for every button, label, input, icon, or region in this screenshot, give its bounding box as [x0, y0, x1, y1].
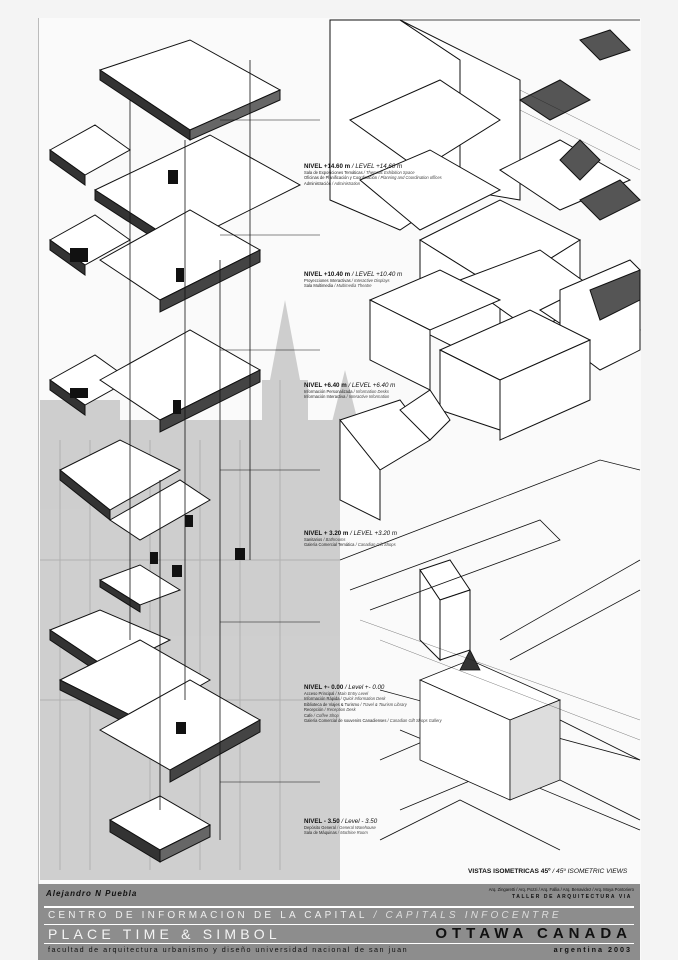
city-title: OTTAWA CANADA	[435, 925, 632, 942]
level-item: Sala de Exposiciones Temáticas	[304, 170, 363, 175]
level-item: Sanitarios	[304, 537, 323, 542]
level-item-en: / Administration	[330, 180, 361, 186]
level-item-en: / General Warehouse	[335, 825, 376, 830]
project-title-en: / CAPITALS INFOCENTRE	[367, 910, 562, 921]
level-0-00: NIVEL +- 0.00 / Level +- 0.00 Acceso Pri…	[304, 684, 454, 723]
title-block: Alejandro N Puebla Arq. Zingaretti / Arq…	[38, 884, 640, 960]
level-item-en: / Main Entry Level	[334, 691, 369, 696]
level-item-en: / Information Desks	[352, 389, 389, 394]
project-subtitle: PLACE TIME & SIMBOL	[48, 926, 281, 942]
author-name: Alejandro N Puebla	[46, 889, 138, 898]
project-title-row: CENTRO DE INFORMACION DE LA CAPITAL / CA…	[48, 910, 562, 921]
level-item: Información Interactiva	[304, 394, 346, 400]
level-item-en: / Coffee Shop	[312, 712, 339, 718]
level-item: Biblioteca de Viajes & Turismo	[304, 701, 360, 707]
level-item: Acceso Principal	[304, 691, 335, 696]
level-title: NIVEL +14.60 m	[304, 163, 351, 170]
level-item-en: / Quick Information Desk	[339, 696, 386, 702]
level-item: Sala de Máquinas	[304, 830, 337, 836]
level-item: Administración	[304, 180, 331, 186]
level-item: Oficinas de Planificación y Coordinación	[304, 175, 378, 181]
level-item-en: / Planning and Coordination offices	[377, 175, 442, 181]
country-year: argentina 2003	[553, 945, 632, 954]
level-title: NIVEL +6.40 m	[304, 382, 347, 389]
level-minus-3-50: NIVEL - 3.50 / Level - 3.50 Depósito Gen…	[304, 818, 454, 836]
level-item-en: / Machine Room	[336, 830, 368, 836]
project-title: CENTRO DE INFORMACION DE LA CAPITAL	[48, 910, 368, 921]
level-title-en: / Level +- 0.00	[343, 684, 385, 691]
divider	[44, 943, 634, 944]
level-item-en: / Multimedia Theatre	[333, 283, 372, 289]
level-item: Información Personalizada	[304, 389, 353, 394]
credits-text: Arq. Zingaretti / Arq. Pozzi / Arq. Fall…	[488, 887, 634, 892]
divider	[44, 924, 634, 925]
level-item: Galería Comercial de souvenirs Canadiens…	[304, 718, 387, 724]
level-title: NIVEL +- 0.00	[304, 684, 344, 691]
level-title-en: / LEVEL +10.40 m	[350, 271, 403, 278]
level-item-en: / Thematic Exhibition Space	[362, 170, 415, 175]
level-item-en: / Travel & Tourism Library	[359, 701, 407, 707]
studio-name: TALLER DE ARQUITECTURA VIA	[511, 894, 632, 900]
level-item: Cafe	[304, 712, 313, 718]
level-item: Recepción	[304, 707, 324, 713]
faculty-text: facultad de arquitectura urbanismo y dis…	[48, 945, 409, 954]
divider	[44, 906, 634, 908]
level-10-40: NIVEL +10.40 m / LEVEL +10.40 m Proyecci…	[304, 271, 454, 289]
isometric-views-label: VISTAS ISOMETRICAS 45º / 45º ISOMETRIC V…	[468, 868, 627, 875]
level-item: Proyecciones Interactivas	[304, 278, 351, 283]
views-label: VISTAS ISOMETRICAS 45º	[468, 868, 551, 875]
level-title-en: / LEVEL +14.60 m	[350, 163, 403, 170]
level-item: Información Rápida	[304, 696, 340, 702]
level-title-en: / LEVEL +3.20 m	[348, 530, 397, 537]
level-title-en: / Level - 3.50	[339, 818, 378, 825]
level-item-en: / Canadian Gift Shops	[354, 542, 396, 548]
level-item-en: / Interactive Information	[345, 394, 390, 400]
level-item-en: / Reception Desk	[323, 707, 356, 713]
level-6-40: NIVEL +6.40 m / LEVEL +6.40 m Informació…	[304, 382, 454, 400]
level-title: NIVEL + 3.20 m	[304, 530, 349, 537]
level-item-en: / Interactive Displays	[350, 278, 390, 283]
level-title: NIVEL +10.40 m	[304, 271, 351, 278]
level-title-en: / LEVEL +6.40 m	[346, 382, 396, 389]
level-item-en: / Bathrooms	[322, 537, 346, 542]
level-item-en: / Canadian Gift Shops Gallery	[386, 718, 442, 724]
views-label-en: / 45º ISOMETRIC VIEWS	[550, 868, 628, 875]
level-14-60: NIVEL +14.60 m / LEVEL +14.60 m Sala de …	[304, 163, 454, 186]
level-3-20: NIVEL + 3.20 m / LEVEL +3.20 m Sanitario…	[304, 530, 454, 548]
level-item: Galería Comercial Temática	[304, 542, 355, 548]
level-item: Depósito General	[304, 825, 336, 830]
level-item: Sala Multimedia	[304, 283, 334, 289]
level-title: NIVEL - 3.50	[304, 818, 340, 825]
